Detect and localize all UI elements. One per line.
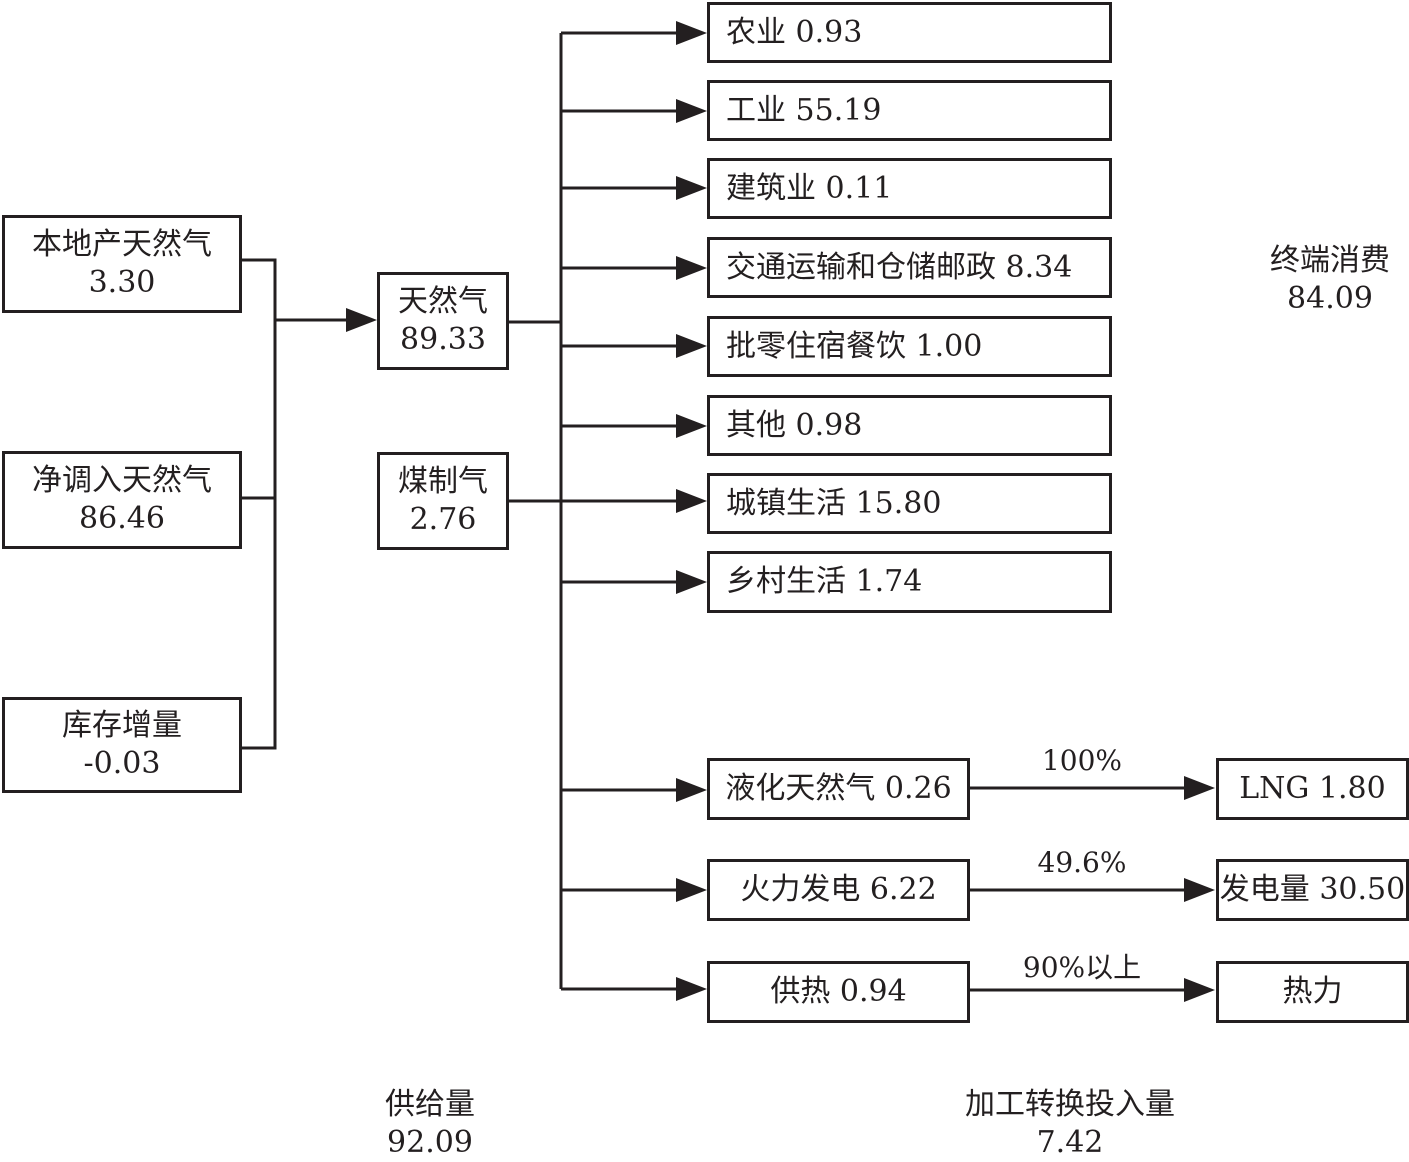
source-label: 本地产天然气	[32, 227, 212, 262]
arrow-icon	[676, 414, 707, 438]
sector-urban-living: 城镇生活 15.80	[707, 473, 1112, 534]
arrow-icon	[346, 308, 377, 332]
sector-industry: 工业 55.19	[707, 80, 1112, 141]
arrow-icon	[676, 21, 707, 45]
source-value: 3.30	[88, 265, 156, 300]
connector-lines	[240, 31, 1190, 992]
final-consumption-title: 终端消费	[1270, 243, 1390, 278]
transformation-total-title: 加工转换投入量	[965, 1087, 1175, 1122]
sector-rural-living: 乡村生活 1.74	[707, 551, 1112, 613]
sector-text: 乡村生活 1.74	[726, 564, 923, 599]
sector-text: 其他 0.98	[726, 407, 863, 443]
gas-label: 天然气	[398, 284, 488, 319]
arrowheads	[346, 21, 1215, 1002]
source-label: 净调入天然气	[32, 463, 212, 498]
arrow-icon	[676, 778, 707, 802]
arrow-icon	[1184, 978, 1215, 1002]
sector-agriculture: 农业 0.93	[707, 2, 1112, 63]
arrow-icon	[676, 878, 707, 902]
sector-transport: 交通运输和仓储邮政 8.34	[707, 237, 1112, 298]
gas-value: 2.76	[409, 502, 477, 537]
gas-value: 89.33	[400, 322, 486, 357]
arrow-icon	[676, 334, 707, 358]
efficiency-label-heating: 90%以上	[1022, 951, 1142, 984]
transform-output-heat: 热力	[1216, 961, 1409, 1023]
arrow-icon	[676, 256, 707, 280]
final-consumption-value: 84.09	[1287, 281, 1373, 316]
transform-input-lng: 液化天然气 0.26	[707, 758, 970, 820]
transformation-total-label: 加工转换投入量 7.42	[920, 1086, 1220, 1162]
sector-wholesale-retail: 批零住宿餐饮 1.00	[707, 316, 1112, 377]
sector-text: 交通运输和仓储邮政 8.34	[726, 249, 1073, 285]
gas-type-coal-gas: 煤制气 2.76	[377, 452, 509, 550]
supply-source-stock-change: 库存增量 -0.03	[2, 697, 242, 793]
transform-input-text: 火力发电 6.22	[740, 872, 937, 907]
sector-text: 城镇生活 15.80	[726, 485, 942, 521]
sector-text: 建筑业 0.11	[726, 170, 893, 206]
transform-input-heating: 供热 0.94	[707, 961, 970, 1023]
supply-source-net-import: 净调入天然气 86.46	[2, 451, 242, 549]
arrow-icon	[676, 99, 707, 123]
sector-text: 农业 0.93	[726, 14, 863, 50]
transform-input-text: 供热 0.94	[770, 974, 907, 1009]
sector-construction: 建筑业 0.11	[707, 158, 1112, 219]
gas-label: 煤制气	[398, 464, 488, 499]
arrow-icon	[676, 489, 707, 513]
arrow-icon	[676, 176, 707, 200]
final-consumption-label: 终端消费 84.09	[1250, 242, 1409, 318]
sector-other: 其他 0.98	[707, 395, 1112, 456]
sector-text: 批零住宿餐饮 1.00	[726, 328, 983, 364]
sector-text: 工业 55.19	[726, 92, 882, 128]
efficiency-label-lng: 100%	[1041, 744, 1123, 777]
transformation-total-value: 7.42	[1036, 1125, 1104, 1160]
transform-output-text: 发电量 30.50	[1219, 872, 1406, 907]
supply-source-local-gas: 本地产天然气 3.30	[2, 215, 242, 313]
gas-type-natural-gas: 天然气 89.33	[377, 272, 509, 370]
source-label: 库存增量	[62, 708, 182, 743]
supply-total-value: 92.09	[387, 1125, 473, 1160]
arrow-icon	[676, 570, 707, 594]
arrow-icon	[676, 977, 707, 1001]
supply-total-title: 供给量	[385, 1087, 475, 1122]
arrow-icon	[1184, 878, 1215, 902]
source-value: -0.03	[83, 746, 161, 781]
transform-output-text: 热力	[1282, 974, 1343, 1009]
supply-total-label: 供给量 92.09	[350, 1086, 510, 1162]
transform-output-lng: LNG 1.80	[1216, 758, 1409, 820]
efficiency-label-power: 49.6%	[1037, 846, 1127, 879]
source-value: 86.46	[79, 501, 165, 536]
arrow-icon	[1184, 776, 1215, 800]
transform-output-power: 发电量 30.50	[1216, 859, 1409, 921]
connector-local-gas	[240, 258, 277, 750]
transform-input-text: 液化天然气 0.26	[725, 771, 952, 806]
transform-input-thermal-power: 火力发电 6.22	[707, 859, 970, 921]
transform-output-text: LNG 1.80	[1239, 771, 1386, 806]
